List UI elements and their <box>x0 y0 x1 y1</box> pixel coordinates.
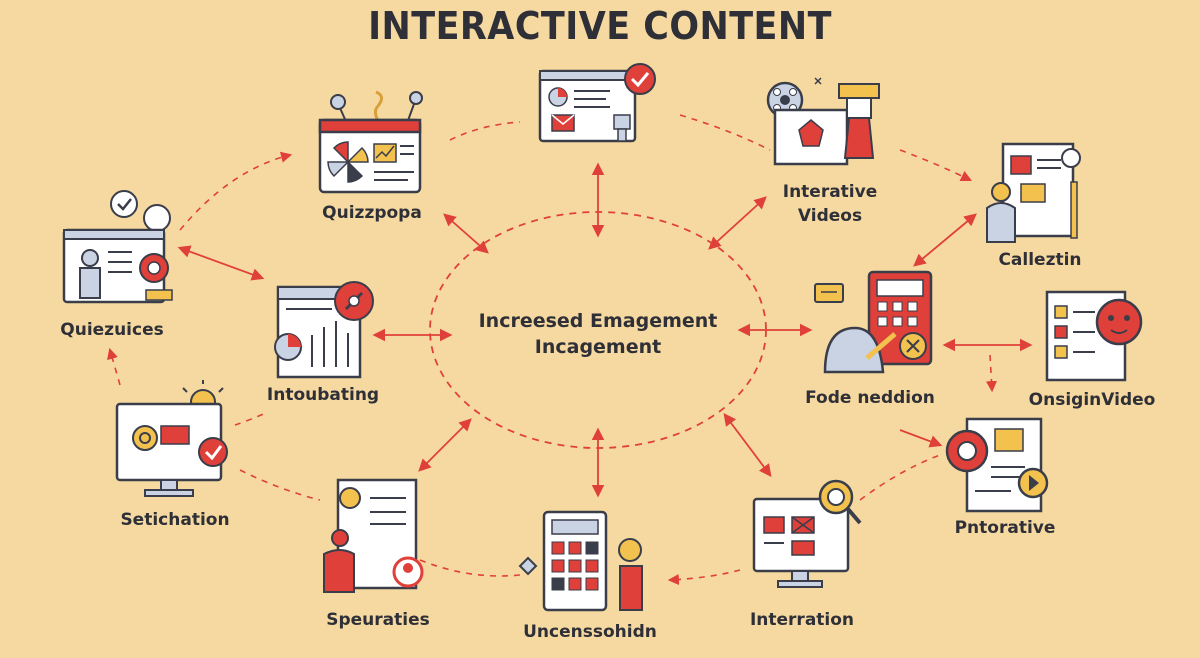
node-label-interration: Interration <box>749 610 855 630</box>
node-label-interactive-videos-line1: Interative <box>782 182 878 202</box>
checklist-mascot-icon <box>1045 290 1143 382</box>
outer-dashed-ring <box>107 114 998 586</box>
node-label-quiezuices: Quiezuices <box>60 320 164 340</box>
dashboard-checklist-icon <box>538 63 656 143</box>
center-label-line2: Incagement <box>534 336 662 358</box>
page-title: INTERACTIVE CONTENT <box>368 4 832 48</box>
node-label-quizzpopa: Quizzpopa <box>322 203 422 223</box>
node-label-onsiginvideo: OnsiginVideo <box>1028 390 1156 410</box>
node-label-pntorative: Pntorative <box>954 518 1056 538</box>
node-label-interactive-videos-line2: Videos <box>797 206 863 226</box>
presenter-document-icon <box>323 478 424 593</box>
calculator-icon <box>814 270 933 374</box>
monitor-idea-icon <box>115 380 228 497</box>
chart-browser-icon <box>274 281 374 379</box>
quiz-browser-icon <box>318 90 423 194</box>
connector-arrows <box>177 162 1033 498</box>
node-label-speuraties: Speuraties <box>326 610 430 630</box>
center-label-line1: Increesed Emagement <box>478 310 718 332</box>
person-document-icon <box>986 142 1081 243</box>
monitor-search-icon <box>752 479 862 588</box>
node-label-interactive-videos: Interative Videos <box>783 180 878 228</box>
quiz-checklist-icon <box>62 190 173 304</box>
video-film-icon <box>766 77 880 166</box>
center-label: Increesed Emagement Incagement <box>479 308 718 360</box>
calculator-award-icon <box>518 510 643 612</box>
node-label-fode-neddion: Fode neddion <box>805 388 935 408</box>
node-label-setichation: Setichation <box>120 510 230 530</box>
document-play-icon <box>945 417 1049 513</box>
node-label-uncenssohidn: Uncenssohidn <box>523 622 657 642</box>
node-label-intoubating: Intoubating <box>266 385 380 405</box>
node-label-calleztin: Calleztin <box>998 250 1082 270</box>
